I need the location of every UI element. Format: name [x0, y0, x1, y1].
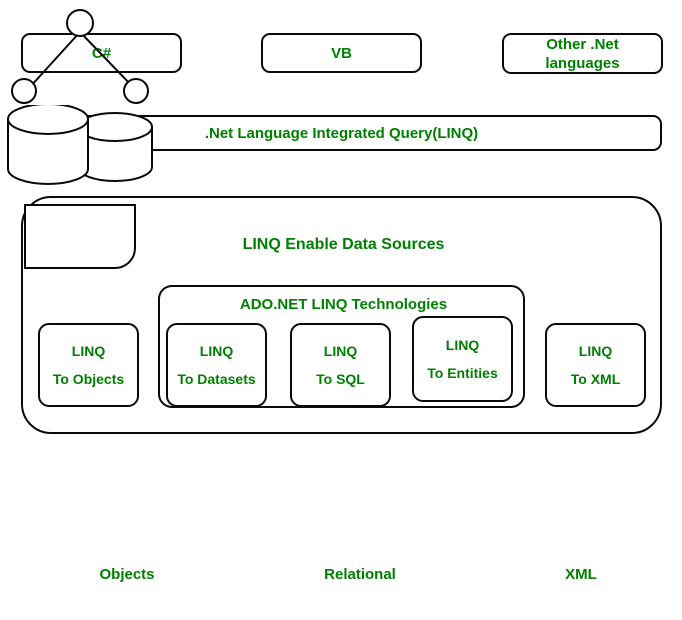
linq-card-to-xml-line2: To XML: [570, 370, 621, 387]
linq-card-to-entities-line1: LINQ: [445, 336, 480, 353]
source-label-xml: XML: [565, 566, 597, 583]
language-label-other-dotnet: Other .Net languages: [545, 35, 619, 73]
linq-card-to-objects-line2: To Objects: [52, 370, 125, 387]
linq-card-to-entities-line2: To Entities: [427, 364, 498, 381]
object-graph-icon: [0, 0, 160, 105]
linq-card-to-objects[interactable]: LINQ To Objects: [38, 323, 139, 407]
linq-card-to-sql-line2: To SQL: [316, 370, 365, 387]
linq-data-sources-title: LINQ Enable Data Sources: [242, 236, 445, 253]
linq-card-to-entities[interactable]: LINQ To Entities: [412, 316, 513, 402]
linq-card-to-datasets[interactable]: LINQ To Datasets: [166, 323, 267, 407]
database-cylinders-icon: [0, 105, 160, 200]
language-label-other-line1: Other .Net: [546, 35, 619, 53]
language-box-other-dotnet[interactable]: Other .Net languages: [502, 33, 663, 74]
xml-document-icon: [0, 200, 160, 285]
source-label-relational: Relational: [324, 566, 396, 583]
language-label-other-line2: languages: [545, 54, 620, 72]
linq-card-to-xml-line1: LINQ: [578, 342, 613, 359]
ado-net-linq-technologies-title: ADO.NET LINQ Technologies: [239, 296, 448, 313]
language-box-vb[interactable]: VB: [261, 33, 422, 73]
linq-card-to-sql-line1: LINQ: [323, 342, 358, 359]
linq-card-to-xml[interactable]: LINQ To XML: [545, 323, 646, 407]
language-label-vb: VB: [331, 44, 352, 62]
linq-card-to-datasets-line2: To Datasets: [177, 370, 256, 387]
linq-card-to-objects-line1: LINQ: [71, 342, 106, 359]
linq-card-to-datasets-line1: LINQ: [199, 342, 234, 359]
source-label-objects: Objects: [99, 566, 155, 583]
linq-layer-label: .Net Language Integrated Query(LINQ): [204, 124, 479, 142]
linq-card-to-sql[interactable]: LINQ To SQL: [290, 323, 391, 407]
